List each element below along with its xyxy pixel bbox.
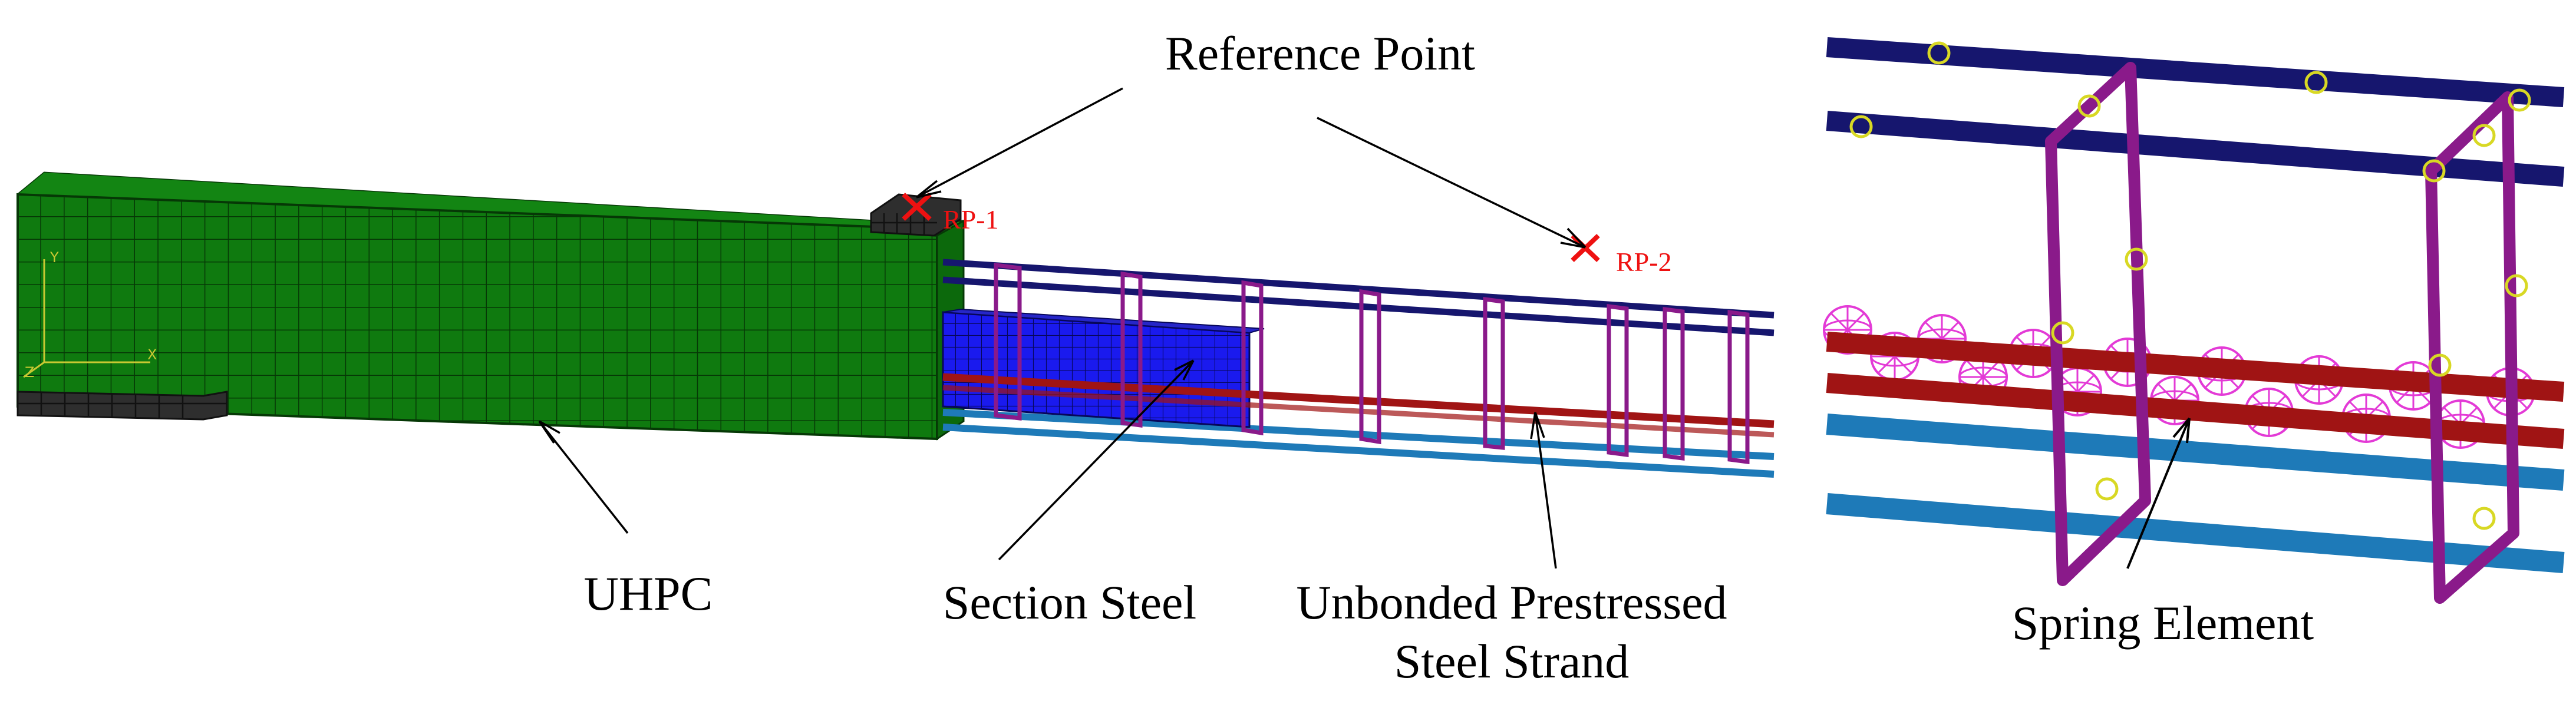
rp2-label: RP-2 (1616, 247, 1672, 277)
prestressed-strand (942, 373, 1774, 438)
section-steel-label: Section Steel (943, 576, 1196, 629)
stirrups (994, 263, 1750, 464)
rp1-label: RP-1 (943, 204, 999, 234)
uhpc-label: UHPC (584, 567, 713, 620)
spring-detail-panel: Spring Element (1823, 37, 2565, 650)
top-rebar (942, 259, 1774, 336)
reference-point-rp2: RP-2 (1571, 234, 1672, 277)
uhpc-beam (17, 171, 967, 441)
leader-arrows (538, 87, 1587, 569)
axis-z-label: Z (25, 364, 34, 381)
axis-y-label: Y (50, 249, 59, 266)
section-steel (942, 308, 1265, 428)
reference-point-label: Reference Point (1165, 27, 1475, 80)
detail-bottom-rebar (1826, 414, 2565, 573)
reference-point-rp1: RP-1 (902, 193, 999, 234)
detail-stirrups (2045, 62, 2519, 604)
loading-plate (870, 193, 962, 237)
axis-x-label: X (147, 346, 157, 363)
detail-tie-markers (1849, 41, 2531, 530)
bottom-rebar (942, 409, 1774, 478)
axis-triad: Y X Z (23, 249, 157, 381)
strand-label-line2: Steel Strand (1394, 634, 1630, 688)
support-plate (17, 391, 228, 421)
strand-label-line1: Unbonded Prestressed (1296, 576, 1727, 629)
spring-leader-arrow (2126, 417, 2191, 569)
spring-element-label: Spring Element (2012, 596, 2314, 650)
